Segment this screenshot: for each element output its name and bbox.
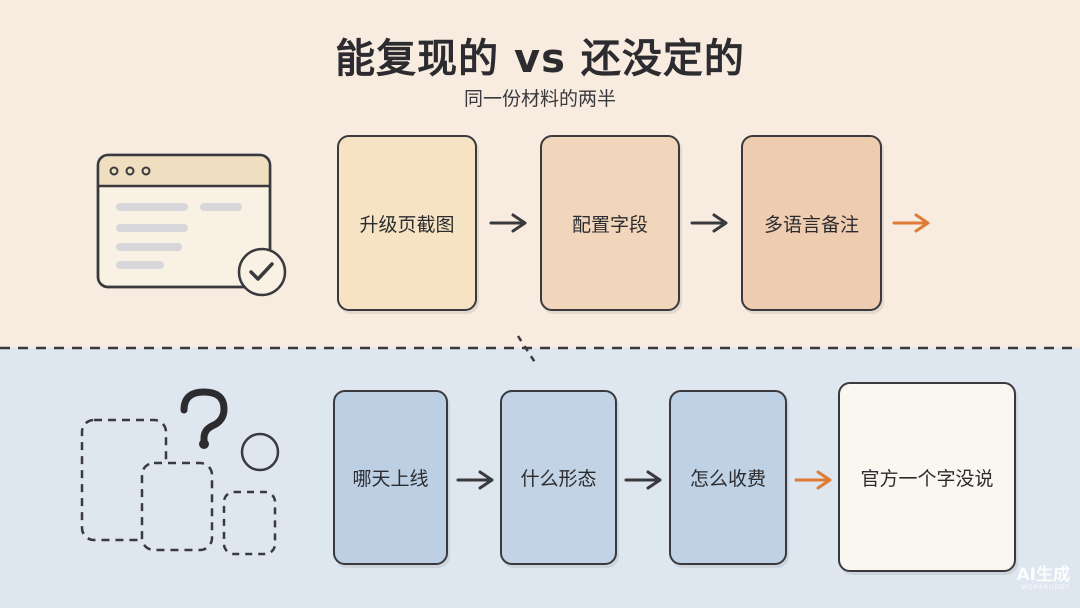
flow-step-label: 多语言备注 <box>763 213 859 236</box>
flow-step-config-fields: 配置字段 <box>540 135 680 311</box>
flow-step-product-form: 什么形态 <box>500 390 617 565</box>
page-subtitle: 同一份材料的两半 <box>463 88 616 110</box>
flow-step-launch-date: 哪天上线 <box>333 390 448 565</box>
flow-step-multilang-notes: 多语言备注 <box>741 135 882 311</box>
flow-step-pricing: 怎么收费 <box>669 390 787 565</box>
arrow-right-icon <box>456 470 494 490</box>
flow-step-label: 升级页截图 <box>359 213 455 236</box>
flow-step-label: 配置字段 <box>571 213 648 236</box>
arrow-right-orange-icon <box>794 470 832 490</box>
flow-step-no-official-word: 官方一个字没说 <box>838 382 1016 572</box>
flow-step-label: 怎么收费 <box>689 468 766 490</box>
browser-window-check-icon <box>96 153 287 297</box>
flow-step-label: 什么形态 <box>520 468 597 490</box>
flow-step-label: 哪天上线 <box>352 468 429 490</box>
arrow-right-icon <box>624 470 662 490</box>
ai-generated-watermark: AI生成 WORKBUDDY <box>1016 565 1070 591</box>
page-title: 能复现的 vs 还没定的 <box>335 36 745 82</box>
arrow-right-icon <box>489 213 527 233</box>
arrow-right-orange-icon <box>892 213 930 233</box>
uncertain-shapes-question-icon <box>80 388 280 556</box>
flow-step-label: 官方一个字没说 <box>860 467 994 490</box>
arrow-right-icon <box>690 213 728 233</box>
flow-step-screenshot: 升级页截图 <box>337 135 477 311</box>
